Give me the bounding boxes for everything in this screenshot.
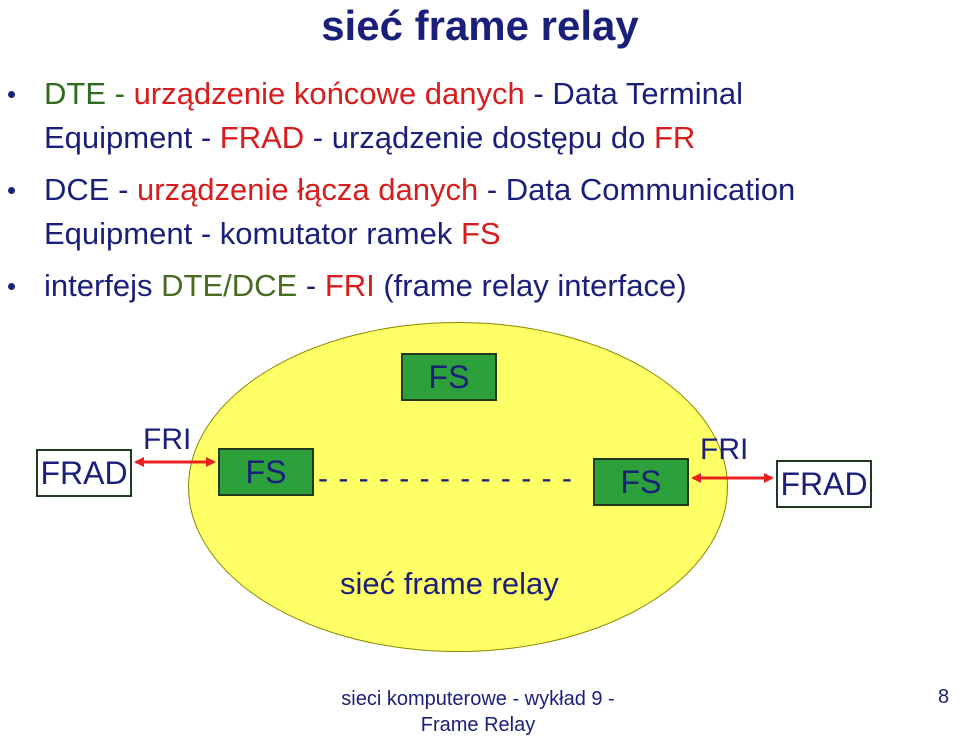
frad-left: FRAD (36, 449, 132, 497)
bullet-interface-line1: interfejs DTE/DCE - FRI (frame relay int… (44, 268, 687, 303)
bullet-dce-line1: DCE - urządzenie łącza danych - Data Com… (44, 172, 796, 207)
bullet-dte: DTE - urządzenie końcowe danych - Data T… (8, 72, 944, 160)
dashed-connection: - - - - - - - - - - - - - (318, 462, 573, 495)
slide-title: sieć frame relay (321, 2, 639, 49)
footer-line2: Frame Relay (420, 714, 536, 736)
bullet-interface: interfejs DTE/DCE - FRI (frame relay int… (8, 264, 944, 308)
fri-left-label: FRI (143, 423, 192, 456)
switch-fs-left: FS (218, 448, 314, 496)
bullet-dce: DCE - urządzenie łącza danych - Data Com… (8, 168, 944, 256)
slide-footer: sieci komputerowe - wykład 9 - Frame Rel… (318, 686, 638, 738)
page-number: 8 (938, 686, 950, 708)
bullet-dot-icon (8, 187, 15, 194)
switch-fs-top: FS (401, 353, 497, 401)
switch-fs-right: FS (593, 458, 689, 506)
bullet-dot-icon (8, 91, 15, 98)
bullet-dte-line2: Equipment - FRAD - urządzenie dostępu do… (44, 120, 696, 155)
frad-right: FRAD (776, 460, 872, 508)
network-label: sieć frame relay (340, 566, 559, 601)
bullet-dce-line2: Equipment - komutator ramek FS (44, 216, 501, 251)
bullet-dot-icon (8, 283, 15, 290)
fri-right-label: FRI (700, 433, 749, 466)
footer-line1: sieci komputerowe - wykład 9 - (341, 688, 615, 710)
bullet-dte-line1: DTE - urządzenie końcowe danych - Data T… (44, 76, 743, 111)
